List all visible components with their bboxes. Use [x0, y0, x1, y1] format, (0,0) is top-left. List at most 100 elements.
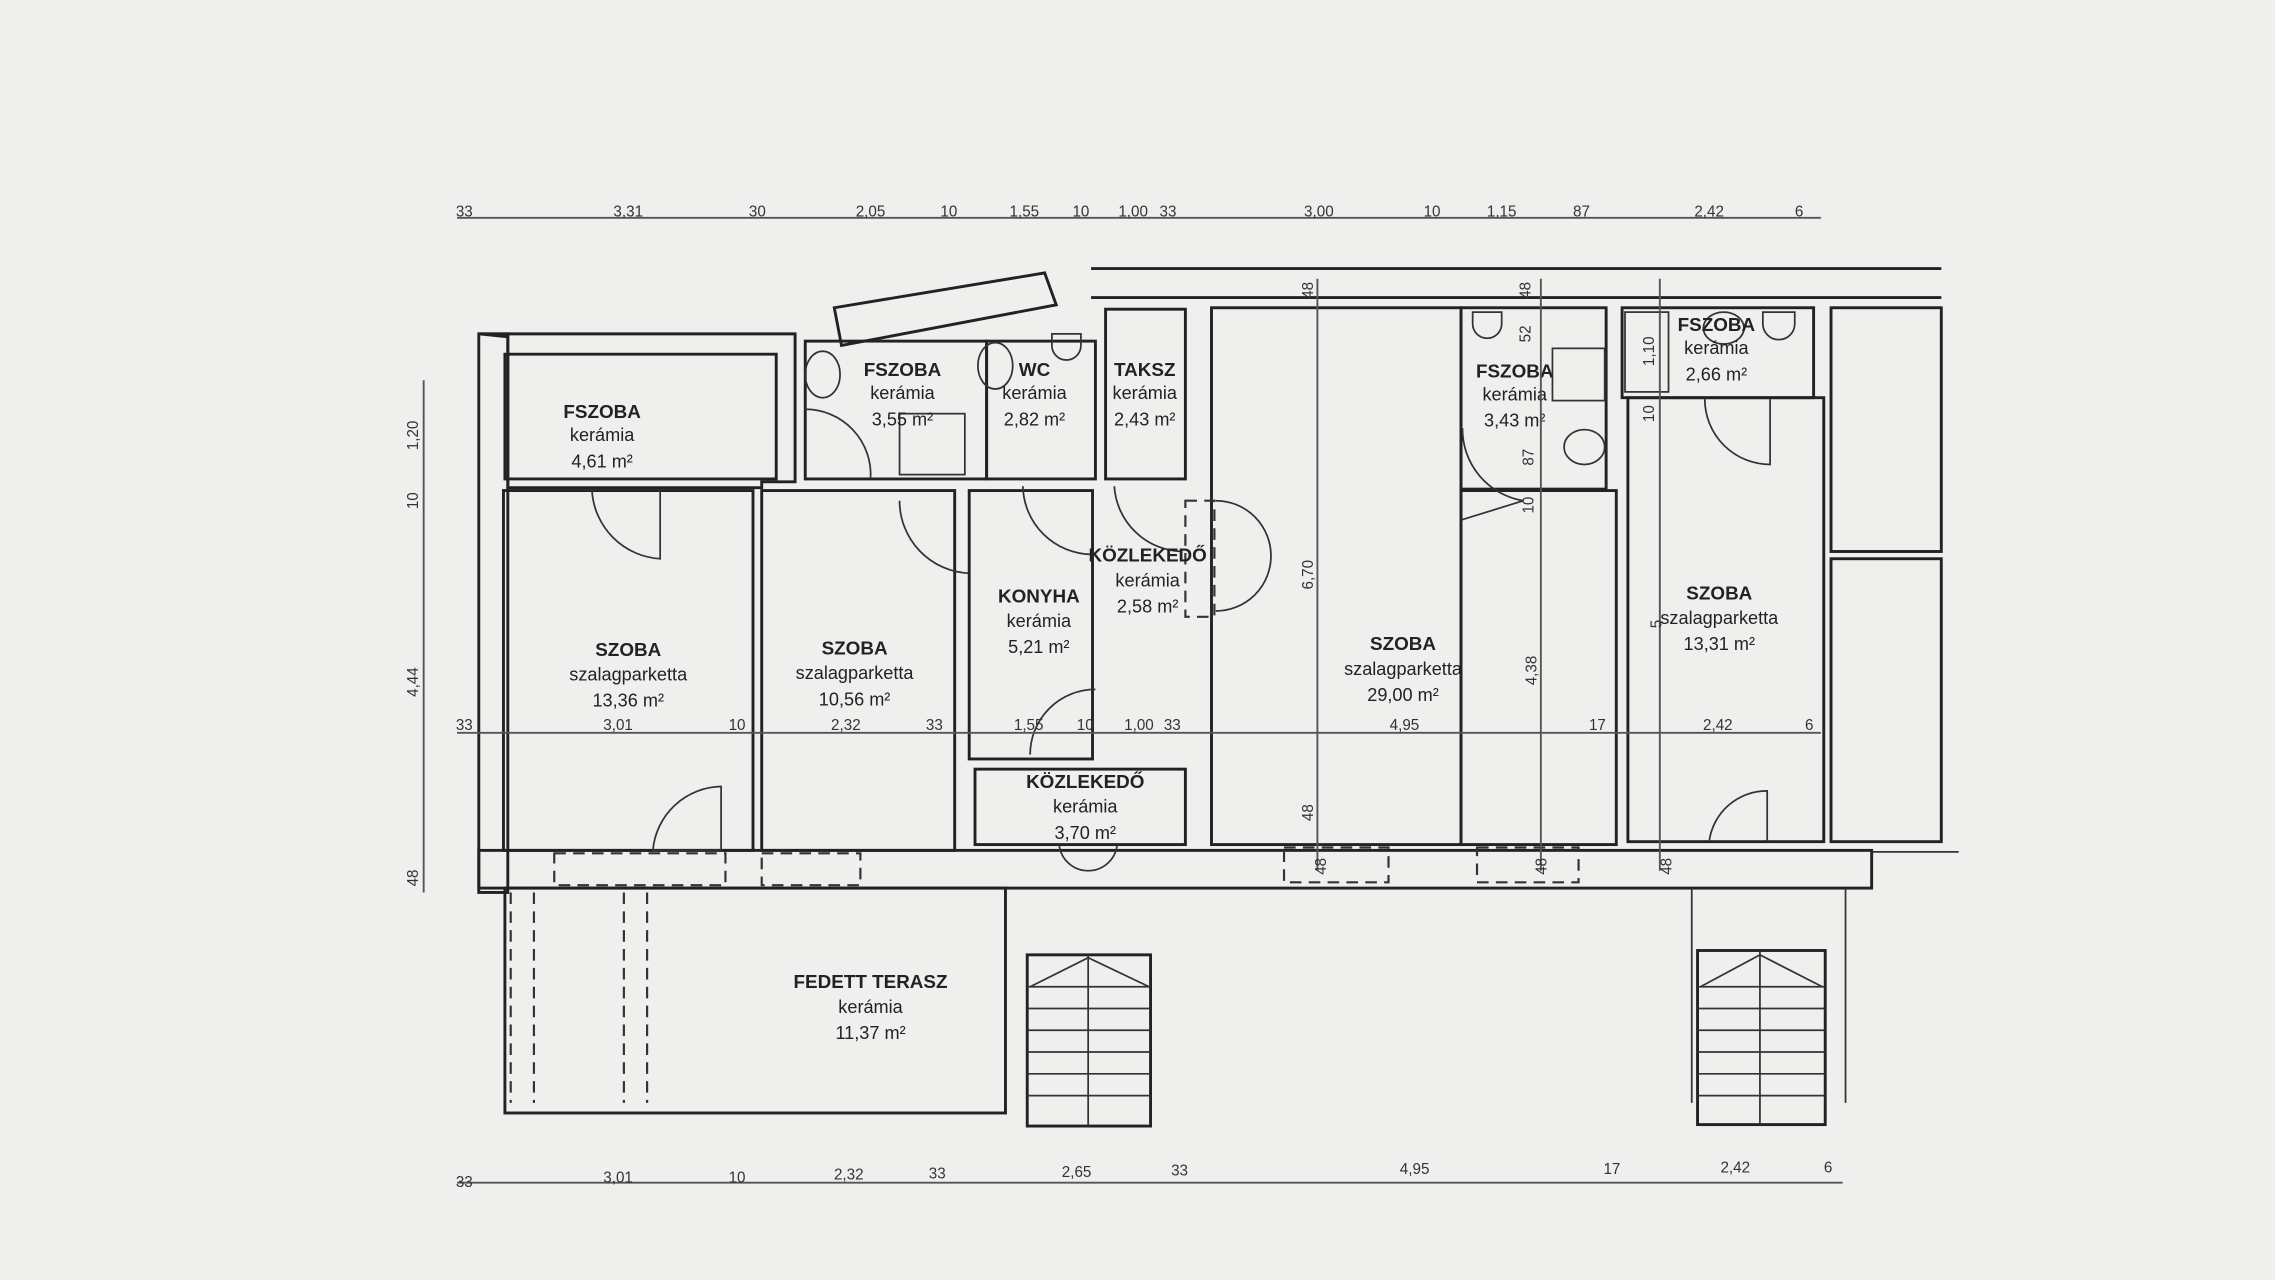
- plan-line: [1022, 486, 1092, 556]
- plan-label: FSZOBA: [563, 401, 641, 422]
- plan-label: szalagparketta: [1344, 659, 1463, 679]
- plan-label: kerámia: [838, 997, 903, 1017]
- dimension-interior: 48 6,70 4,38 48 52 1,10 10 87 10 5 48 48…: [1300, 282, 1675, 875]
- plan-line: [503, 352, 778, 481]
- plan-label: SZOBA: [1370, 633, 1436, 654]
- plan-label: kerámia: [570, 425, 635, 445]
- plan-label: KÖZLEKEDŐ: [1026, 771, 1144, 792]
- plan-line: [1708, 790, 1769, 842]
- plan-line: [1829, 557, 1943, 844]
- plan-line: [898, 500, 970, 575]
- plan-label: FSZOBA: [1476, 360, 1554, 381]
- plan-line: [1471, 311, 1503, 340]
- plan-label: 17: [1603, 1161, 1620, 1178]
- plan-label: 33: [456, 203, 473, 220]
- plan-label: 33: [1164, 717, 1181, 734]
- plan-line: [1626, 396, 1826, 844]
- plan-label: 1,15: [1487, 203, 1517, 220]
- doors: [591, 399, 1771, 872]
- dimension-middle: 33 3,01 10 2,32 33 1,55 10 1,00 33 4,95 …: [456, 717, 1814, 734]
- plan-line: [973, 767, 1187, 847]
- plan-label: 4,95: [1400, 1161, 1430, 1178]
- plan-label: 48: [1300, 804, 1317, 821]
- plan-label: 4,95: [1390, 717, 1420, 734]
- plan-label: 2,65: [1062, 1164, 1092, 1181]
- plan-line: [1702, 311, 1745, 345]
- plan-label: 48: [1658, 858, 1675, 875]
- plan-label: 33: [929, 1165, 946, 1182]
- plan-label: SZOBA: [595, 639, 661, 660]
- plan-line: [985, 339, 1097, 481]
- plan-label: 87: [1573, 203, 1590, 220]
- plan-label: 1,20: [405, 421, 422, 451]
- plan-line: [1461, 428, 1524, 521]
- plan-label: 10: [1072, 203, 1089, 220]
- plan-line: [1104, 307, 1187, 481]
- plan-label: 6: [1795, 203, 1803, 220]
- plan-label: 5,21 m²: [1008, 637, 1069, 657]
- plan-label: 3,00: [1304, 203, 1334, 220]
- plan-label: SZOBA: [1686, 582, 1752, 603]
- plan-label: kerámia: [870, 383, 935, 403]
- plan-line: [1475, 846, 1580, 884]
- plan-label: 10: [729, 717, 746, 734]
- plan-label: 2,58 m²: [1117, 596, 1178, 616]
- plan-label: 2,32: [831, 717, 861, 734]
- plan-line: [1459, 489, 1618, 847]
- plan-label: 48: [1300, 282, 1317, 299]
- plan-line: [1829, 306, 1943, 553]
- plan-label: 13,36 m²: [592, 691, 664, 711]
- stairs: [1027, 950, 1826, 1127]
- plan-label: 3,31: [613, 203, 643, 220]
- plan-label: szalagparketta: [569, 665, 688, 685]
- plan-line: [805, 408, 872, 480]
- plan-label: 3,70 m²: [1055, 823, 1116, 843]
- plan-label: szalagparketta: [796, 663, 915, 683]
- plan-label: kerámia: [1684, 338, 1749, 358]
- dimension-bottom: 33 3,01 10 2,32 33 2,65 33 4,95 17 2,42 …: [456, 1159, 1833, 1191]
- plan-label: 30: [749, 203, 766, 220]
- plan-label: kerámia: [1482, 385, 1547, 405]
- plan-line: [591, 490, 662, 560]
- plan-line: [760, 852, 862, 887]
- plan-label: 48: [405, 869, 422, 886]
- fixtures: [804, 311, 1796, 476]
- plan-label: 48: [1534, 858, 1551, 875]
- plan-line: [1700, 953, 1823, 988]
- plan-label: 2,82 m²: [1004, 409, 1065, 429]
- plan-label: 33: [456, 717, 473, 734]
- plan-line: [1184, 499, 1216, 618]
- plan-label: 1,55: [1014, 717, 1044, 734]
- plan-label: 48: [1313, 858, 1330, 875]
- dimension-left: 1,20 10 4,44 48: [405, 421, 422, 887]
- plan-line: [1624, 311, 1670, 393]
- plan-line: [1282, 846, 1390, 884]
- plan-label: kerámia: [1113, 383, 1178, 403]
- plan-label: 10: [1424, 203, 1441, 220]
- plan-label: 1,00: [1118, 203, 1148, 220]
- plan-label: 1,00: [1124, 717, 1154, 734]
- plan-line: [1029, 688, 1096, 755]
- plan-label: 33: [1171, 1162, 1188, 1179]
- plan-label: FEDETT TERASZ: [794, 971, 948, 992]
- plan-line: [1113, 486, 1183, 553]
- plan-label: 33: [456, 1174, 473, 1191]
- plan-line: [1058, 844, 1119, 872]
- plan-label: 52: [1518, 325, 1535, 342]
- plan-label: 10,56 m²: [819, 689, 891, 709]
- plan-label: 48: [1518, 282, 1535, 299]
- plan-label: 5: [1648, 620, 1665, 628]
- plan-line: [967, 489, 1094, 761]
- plan-line: [503, 886, 1007, 1115]
